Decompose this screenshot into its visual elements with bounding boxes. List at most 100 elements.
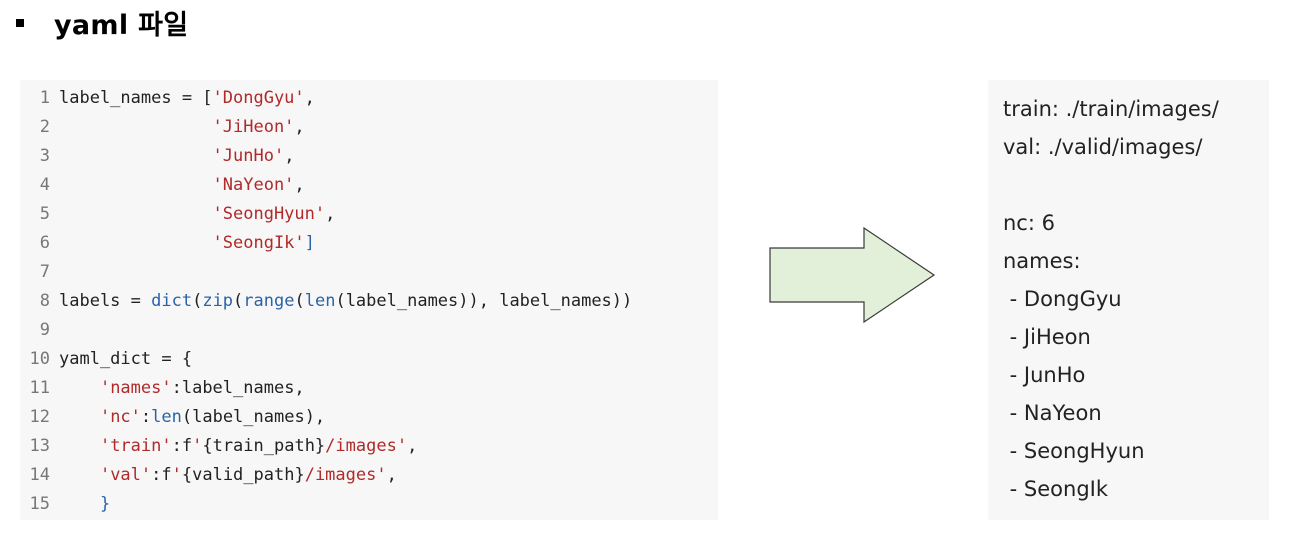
code-token: {train_path}	[202, 436, 326, 456]
code-token	[59, 436, 100, 456]
code-token: 'names'	[99, 378, 172, 398]
line-number: 2	[39, 117, 50, 137]
code-token: (label_names)), label_names))	[335, 291, 633, 311]
yaml-line: train: ./train/images/	[1003, 97, 1219, 121]
line-number: 8	[39, 291, 50, 311]
code-token: (	[192, 291, 203, 311]
code-text: 'NaYeon',	[59, 175, 305, 195]
line-number: 13	[29, 436, 50, 456]
code-token: '	[192, 436, 203, 456]
code-token	[59, 494, 100, 514]
code-line: 6 'SeongIk']	[20, 229, 315, 258]
code-token: 'DongGyu'	[212, 88, 305, 108]
code-text: 'train':f'{train_path}/images',	[59, 436, 417, 456]
code-token: '	[171, 465, 182, 485]
code-text: 'names':label_names,	[59, 378, 305, 398]
code-line: 3 'JunHo',	[20, 142, 295, 171]
heading-title: yaml 파일	[54, 9, 189, 41]
code-line: 9	[20, 316, 59, 345]
code-token: len	[151, 407, 182, 427]
code-token: 'NaYeon'	[212, 175, 295, 195]
code-token	[59, 204, 213, 224]
code-token	[59, 146, 213, 166]
code-line: 14 'val':f'{valid_path}/images',	[20, 461, 397, 490]
code-text: label_names = ['DongGyu',	[59, 88, 315, 108]
code-token: ,	[284, 146, 295, 166]
code-token: 'nc'	[99, 407, 141, 427]
code-token: labels =	[59, 291, 152, 311]
line-number: 14	[29, 465, 50, 485]
code-text: 'JiHeon',	[59, 117, 305, 137]
line-number: 12	[29, 407, 50, 427]
code-token: ]	[304, 233, 315, 253]
code-token	[59, 407, 100, 427]
yaml-line: names:	[1003, 249, 1081, 273]
line-number: 5	[39, 204, 50, 224]
code-line: 4 'NaYeon',	[20, 171, 305, 200]
code-token	[59, 233, 213, 253]
yaml-line: nc: 6	[1003, 211, 1055, 235]
slide-heading: yaml 파일	[16, 0, 188, 44]
yaml-line: - NaYeon	[1003, 401, 1102, 425]
code-token: ,	[325, 204, 336, 224]
yaml-line: - JiHeon	[1003, 325, 1091, 349]
code-text: 'SeongIk']	[59, 233, 315, 253]
code-text: 'val':f'{valid_path}/images',	[59, 465, 397, 485]
code-text: 'nc':len(label_names),	[59, 407, 325, 427]
code-text: 'SeongHyun',	[59, 204, 336, 224]
code-token: :f	[151, 465, 172, 485]
code-token: :label_names,	[171, 378, 305, 398]
code-token	[59, 175, 213, 195]
line-number: 11	[29, 378, 50, 398]
code-text: }	[59, 494, 110, 514]
code-token: 'JiHeon'	[212, 117, 295, 137]
code-line: 10 yaml_dict = {	[20, 345, 193, 374]
code-token: yaml_dict = {	[59, 349, 193, 369]
code-line: 8 labels = dict(zip(range(len(label_names…	[20, 287, 633, 316]
line-number: 15	[29, 494, 50, 514]
line-number: 10	[29, 349, 50, 369]
code-token: zip	[202, 291, 234, 311]
yaml-line: - JunHo	[1003, 363, 1086, 387]
code-line: 15 }	[20, 490, 111, 519]
code-token: label_names = [	[59, 88, 213, 108]
code-token: ,	[407, 436, 418, 456]
code-token: dict	[151, 291, 193, 311]
code-token: /images'	[325, 436, 408, 456]
line-number: 4	[39, 175, 50, 195]
code-token: 'SeongHyun'	[212, 204, 326, 224]
code-token: }	[99, 494, 111, 514]
yaml-line: val: ./valid/images/	[1003, 135, 1203, 159]
code-line: 11 'names':label_names,	[20, 374, 305, 403]
code-token: ,	[294, 117, 305, 137]
code-token: {valid_path}	[181, 465, 305, 485]
code-token: (	[294, 291, 305, 311]
line-number: 7	[39, 262, 50, 282]
yaml-line: - DongGyu	[1003, 287, 1122, 311]
code-line: 12 'nc':len(label_names),	[20, 403, 326, 432]
code-token: /images'	[304, 465, 387, 485]
code-text: 'JunHo',	[59, 146, 295, 166]
code-token	[59, 117, 213, 137]
code-token: 'train'	[99, 436, 172, 456]
code-token	[59, 378, 100, 398]
yaml-output-block: train: ./train/images/val: ./valid/image…	[988, 80, 1269, 520]
code-line: 5 'SeongHyun',	[20, 200, 336, 229]
code-token	[59, 465, 100, 485]
code-line: 2 'JiHeon',	[20, 113, 305, 142]
line-number: 9	[39, 320, 50, 340]
code-token: ,	[386, 465, 397, 485]
code-token: ,	[294, 175, 305, 195]
code-token: 'JunHo'	[212, 146, 285, 166]
code-text: labels = dict(zip(range(len(label_names)…	[59, 291, 632, 311]
code-line: 13 'train':f'{train_path}/images',	[20, 432, 418, 461]
code-token: (	[233, 291, 244, 311]
code-token: ,	[304, 88, 315, 108]
code-token: (label_names),	[181, 407, 326, 427]
line-number: 1	[39, 88, 50, 108]
code-token: range	[243, 291, 295, 311]
code-token: 'val'	[99, 465, 152, 485]
line-number: 6	[39, 233, 50, 253]
bullet-square-icon	[16, 19, 24, 27]
